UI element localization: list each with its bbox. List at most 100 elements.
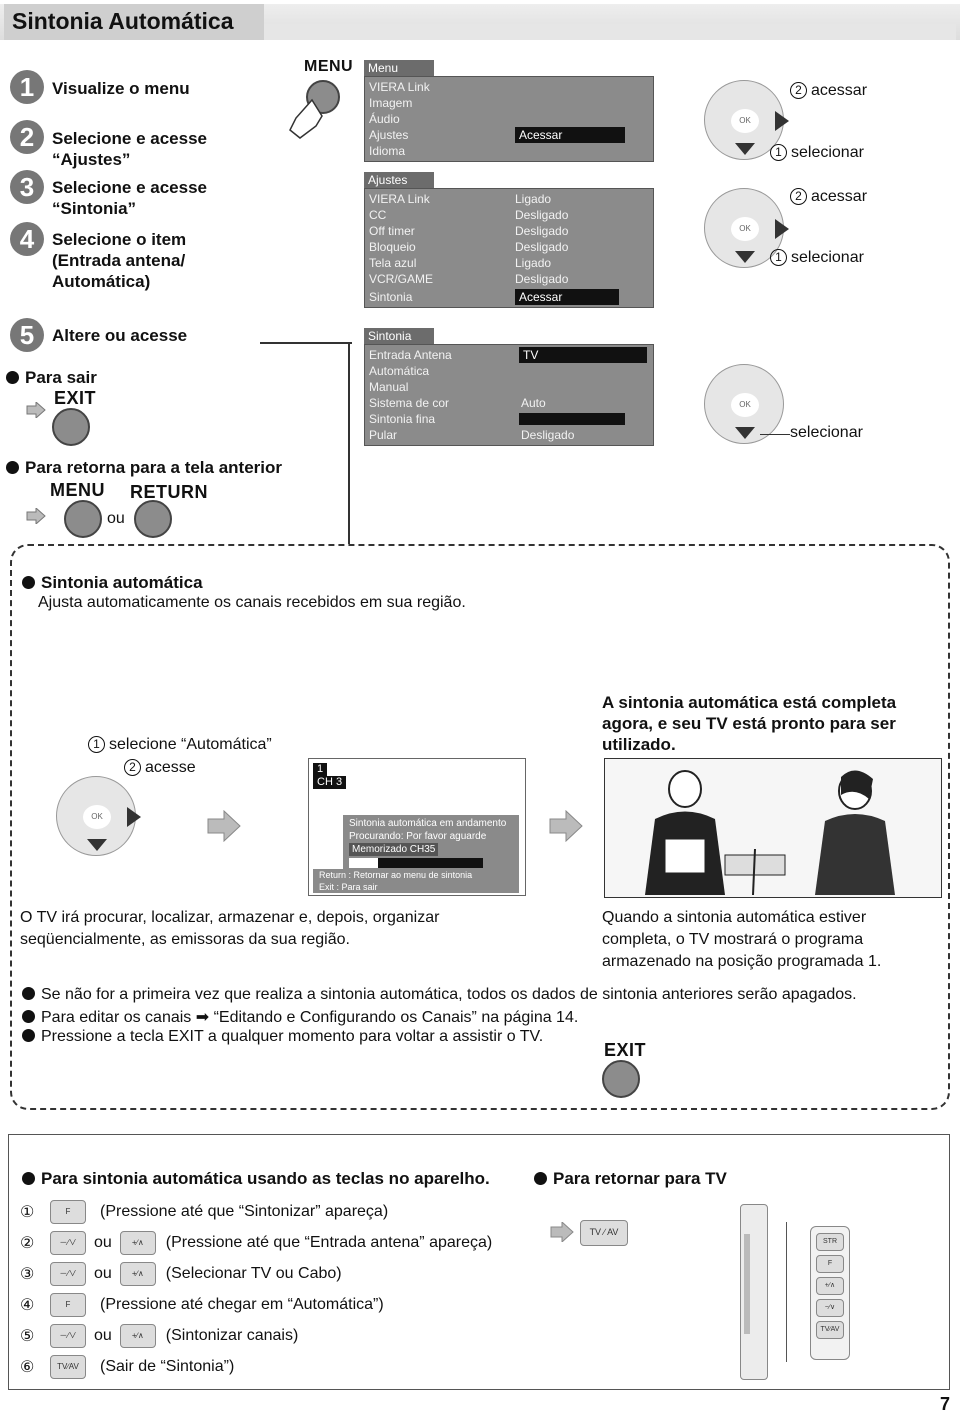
minus-button[interactable]: −∕∨ [816,1299,844,1317]
row-text: (Pressione até que “Sintonizar” apareça) [100,1202,389,1220]
para-sair: Para sair [6,367,97,388]
dpad-4[interactable]: OK [56,776,141,856]
note-2: Para editar os canais ➡ “Editando e Conf… [22,1007,942,1027]
minus-button[interactable]: －∕∨ [50,1261,86,1286]
f-button[interactable]: F [816,1255,844,1273]
right-caption: Quando a sintonia automática estiver com… [602,909,882,970]
step-5-text: Altere ou acesse [52,326,188,345]
osd-sintonia-row[interactable]: Sintonia fina [365,411,653,427]
exit-button-2[interactable] [602,1060,640,1098]
osd-menu-item[interactable]: Idioma [369,144,406,158]
str-button[interactable]: STR [816,1233,844,1251]
osd-menu-item[interactable]: VIERA Link [369,80,430,94]
note-text: Pressione a tecla EXIT a qualquer moment… [41,1028,544,1045]
note-text[interactable]: Para editar os canais ➡ “Editando e Conf… [41,1009,579,1026]
minus-button[interactable]: －∕∨ [50,1323,86,1348]
down-arrow-icon [735,251,755,263]
osd-sintonia-row[interactable]: Manual [369,380,409,394]
osd-sintonia-row[interactable]: Sistema de cor Auto [365,395,653,411]
osd-sintonia-row[interactable]: Automática [369,364,430,378]
row-label: VCR/GAME [369,272,434,286]
plus-button[interactable]: +∕∧ [119,1323,156,1348]
progress-bar [349,858,483,868]
note-3: Pressione a tecla EXIT a qualquer moment… [22,1028,602,1046]
row-number: ⑤ [20,1327,35,1345]
menu-button-2[interactable] [64,500,102,538]
right-arrow-icon [775,111,789,131]
bullet-icon [6,371,19,384]
osd-ajustes-row[interactable]: Off timer Desligado [365,223,653,239]
down-arrow-icon [735,427,755,439]
bottom-heading-text: Para sintonia automática usando as tecla… [41,1169,490,1188]
row-value: Desligado [521,428,575,442]
auto-tuning-osd: Sintonia automática em andamento Procura… [343,815,519,869]
sintonia-automatica-box [10,544,950,1110]
dpad-3[interactable]: OK [704,364,784,444]
ok-button[interactable]: OK [731,217,759,241]
row-label: Tela azul [369,256,417,270]
bullet-icon [22,987,35,1000]
row-label: Sistema de cor [369,396,450,410]
plus-button[interactable]: +∕∧ [816,1277,844,1295]
plus-button[interactable]: +∕∧ [119,1261,156,1286]
down-arrow-icon [735,143,755,155]
row-value: Ligado [515,256,552,270]
row-value: TV [519,347,647,363]
para-retorna-text: Para retorna para a tela anterior [25,458,283,477]
row-label: Off timer [369,224,415,238]
row-value: Auto [521,396,546,410]
exit-button[interactable] [52,408,90,446]
osd-menu-item[interactable]: Áudio [369,112,400,126]
bullet-icon [22,1029,35,1042]
minus-button[interactable]: －∕∨ [50,1230,86,1255]
tvav-button[interactable]: TV∕AV [50,1354,86,1379]
row-number: ③ [20,1265,35,1283]
tv-side-strip [744,1234,750,1334]
row-text: (Sintonizar canais) [165,1326,299,1344]
osd-ajustes-row[interactable]: Tela azul Ligado [365,255,653,271]
arrow-right-icon [207,810,241,842]
label-text: selecionar [791,144,864,161]
list-item: ⑤－∕∨ou+∕∧(Sintonizar canais) [20,1320,540,1351]
ok-button[interactable]: OK [731,393,759,417]
return-button[interactable] [134,500,172,538]
right-arrow-icon [775,219,789,239]
osd-menu-item[interactable]: Imagem [369,96,413,110]
circled-number: 1 [770,249,787,266]
f-button[interactable]: F [50,1292,86,1317]
osd-line: Procurando: Por favor aguarde [349,831,487,842]
list-item: ③－∕∨ou+∕∧(Selecionar TV ou Cabo) [20,1258,540,1289]
exit-key-label: EXIT [54,388,97,408]
bullet-icon [534,1172,547,1185]
arrow-right-icon [26,508,46,524]
bullet-icon [22,1172,35,1185]
ok-button[interactable]: OK [83,805,111,829]
tvav-button-large[interactable]: TV ∕ AV [580,1220,628,1246]
plus-button[interactable]: +∕∧ [119,1230,156,1255]
tvav-button[interactable]: TV∕AV [816,1321,844,1339]
row-label: CC [369,208,387,222]
osd-exit: Exit : Para sair [319,882,378,892]
ok-button[interactable]: OK [731,109,759,133]
row-number: ② [20,1234,35,1252]
page-title: Sintonia Automática [4,4,264,40]
row-value: Desligado [515,224,569,238]
f-button[interactable]: F [50,1199,86,1224]
list-item: ②－∕∨ou+∕∧(Pressione até que “Entrada ant… [20,1227,540,1258]
connector-line [260,342,352,344]
